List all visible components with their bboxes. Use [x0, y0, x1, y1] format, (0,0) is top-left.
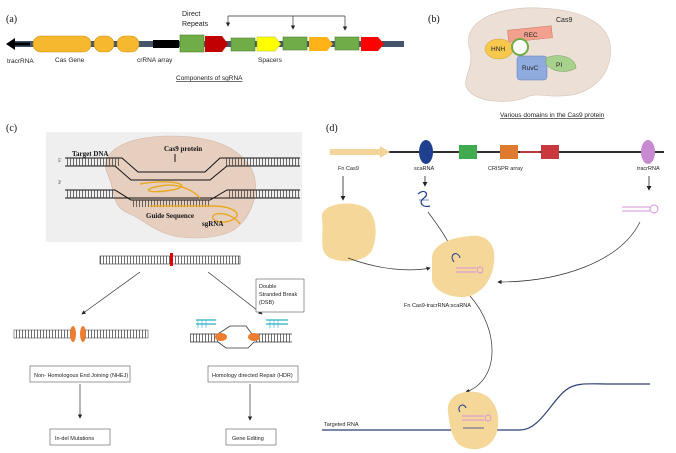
pi-label: PI — [556, 62, 562, 69]
direct-repeats-line1: Direct — [182, 11, 200, 18]
cas9-label: Cas9 — [556, 17, 572, 24]
repeat-block — [179, 34, 205, 53]
hdr-protein — [248, 333, 260, 341]
fncas9-label: Fn Cas9 — [338, 166, 359, 172]
spacers-label: Spacers — [258, 57, 283, 64]
dsb-line3: (DSB) — [259, 300, 274, 306]
scarna-label: scaRNA — [414, 166, 435, 172]
dna-ladder — [132, 200, 210, 207]
dna-ladder — [65, 158, 120, 166]
cas-gene-label: Cas Gene — [55, 57, 85, 64]
dsb-line2: Stranded Break — [259, 292, 297, 298]
sgrna-strand — [150, 205, 241, 225]
panel-b-label: (b) — [428, 14, 440, 25]
repeat-block — [230, 37, 256, 52]
hdr-box — [207, 365, 299, 383]
gene-editing-box — [225, 428, 277, 446]
spacer-block — [309, 37, 333, 51]
repeat-block — [282, 36, 308, 51]
dsb-box — [255, 278, 305, 313]
scarna-gene — [419, 140, 433, 164]
nhej-dna-left — [13, 329, 73, 339]
target-dna-label: Target DNA — [72, 150, 109, 158]
dna-ladder — [190, 334, 218, 342]
tracrrna-molecule — [622, 206, 650, 212]
nhej-end — [80, 326, 86, 342]
ruvc-label: RuvC — [522, 65, 539, 72]
gene-editing-label: Gene Editing — [232, 436, 264, 442]
panel-d-label: (d) — [326, 123, 338, 134]
complex-label: Fn Cas9-tracrRNA:scaRNA — [404, 303, 471, 309]
hdr-label: Homology directed Repair (HDR) — [212, 373, 293, 379]
cas-gene-block — [93, 35, 115, 53]
panel-d: (d) Fn Cas9 scaRNA CRISPR array tracrRNA — [321, 123, 664, 450]
panel-b-caption: Various domains in the Cas9 protein — [500, 112, 605, 119]
sgrna-label: sgRNA — [202, 220, 223, 228]
spacer-block — [361, 37, 384, 51]
cas9-body — [465, 7, 611, 102]
direct-repeats-line2: Repeats — [182, 21, 209, 28]
fncas9-gene-head — [380, 146, 390, 158]
dna-ladder — [224, 158, 300, 166]
cas-gene-block — [32, 35, 92, 53]
panel-a-caption: Components of sgRNA — [176, 75, 243, 82]
crispr-block — [500, 145, 518, 159]
cas9-protein-label: Cas9 protein — [164, 145, 202, 153]
panel-c: (c) Cas9 protein Target DNA 5' 3' Guide … — [6, 123, 305, 446]
panel-b: (b) Cas9 REC HNH RuvC PI Various domains… — [428, 7, 611, 119]
spacer-block — [205, 36, 228, 52]
scarna-molecule — [417, 190, 431, 207]
crispr-block — [541, 145, 559, 159]
fncas9-protein — [321, 203, 376, 262]
hdr-protein — [215, 333, 227, 341]
panel-c-label: (c) — [6, 123, 17, 134]
pi-domain — [545, 55, 577, 72]
repeat-block — [334, 36, 360, 51]
rec-label: REC — [524, 32, 538, 39]
complex-scarna — [451, 253, 461, 263]
targeted-rna-line — [322, 383, 650, 431]
tracrrna-label: tracrRNA — [7, 58, 34, 65]
cut-site — [170, 253, 173, 266]
tracrrna-label: tracrRNA — [637, 166, 660, 172]
nhej-label: Non- Homologous End Joining (NHEJ) — [34, 373, 128, 379]
crrna-array-label: crRNA array — [137, 57, 173, 64]
dna-ladder — [256, 334, 292, 342]
panel-a-label: (a) — [6, 14, 17, 25]
nhej-dna-right — [83, 329, 149, 339]
dsb-line1: Double — [259, 284, 276, 290]
panel-a: (a) Direct Repeats tracrRNA Cas Gene crR… — [6, 11, 404, 82]
crispr-array-label: CRISPR array — [488, 166, 523, 172]
three-prime-label: 3' — [58, 181, 62, 186]
crispr-block — [459, 145, 477, 159]
tracrrna-gene — [641, 140, 655, 164]
five-prime-label: 5' — [58, 159, 62, 164]
indel-label: In-del Mutations — [55, 436, 94, 442]
ruvc-domain — [516, 55, 548, 81]
leader-block — [153, 40, 179, 48]
indel-box — [49, 428, 111, 446]
tracrrna-arrow-head — [6, 38, 15, 50]
sgrna-loop — [139, 181, 201, 199]
donor-template — [266, 319, 288, 325]
dna-ladder — [65, 190, 115, 198]
complex-protein — [431, 235, 495, 298]
dna-ladder — [229, 190, 300, 198]
hnh-linker — [511, 38, 529, 56]
spacer-block — [256, 36, 282, 52]
nhej-box — [29, 365, 131, 383]
hnh-label: HNH — [491, 46, 505, 53]
cas-gene-block — [116, 35, 140, 53]
nhej-end — [70, 326, 76, 342]
guide-sequence-label: Guide Sequence — [146, 212, 194, 220]
targeted-rna-label: Targeted RNA — [324, 422, 359, 428]
